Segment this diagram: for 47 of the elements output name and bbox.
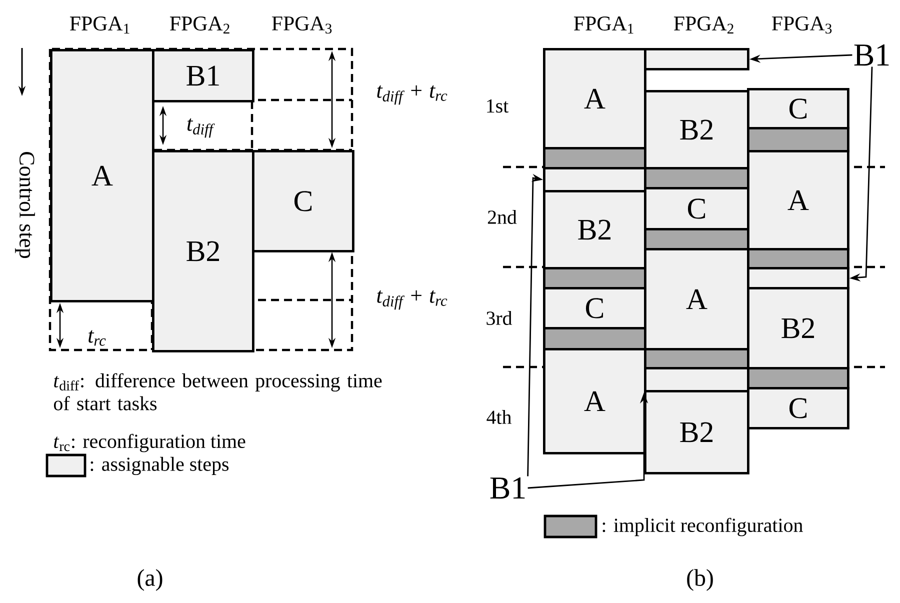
task-box: B2: [644, 90, 750, 170]
task-box: A: [747, 150, 850, 250]
column-header: FPGA$_{1}$: [574, 16, 634, 34]
empty-slot-box: [644, 367, 750, 392]
dimension-label: t$_{diff}$ + t$_{rc}$: [377, 85, 448, 105]
reconfiguration-band: [644, 167, 750, 190]
task-box: B1: [152, 49, 254, 102]
reconfiguration-band: [543, 147, 646, 170]
column-header: FPGA$_{3}$: [272, 16, 332, 34]
reconfiguration-band: [644, 228, 750, 250]
reconfiguration-band: [747, 127, 850, 152]
task-box: A: [644, 248, 750, 350]
dimension-label: t$_{rc}$: [88, 330, 106, 346]
column-header: FPGA$_{3}$: [772, 16, 832, 34]
row-label: 3rd: [486, 310, 512, 325]
empty-slot-box: [747, 267, 850, 290]
task-box: C: [644, 187, 750, 230]
panel-caption: (a): [138, 569, 162, 591]
dimension-label: t$_{diff}$ + t$_{rc}$: [377, 290, 448, 310]
task-box: A: [543, 48, 646, 150]
reconfiguration-band: [543, 267, 646, 290]
row-label: 2nd: [488, 210, 517, 224]
task-box: A: [543, 348, 646, 454]
definition-text: t$_{diff}$: difference between processing time of start tasks: [54, 373, 382, 410]
row-label: 1st: [487, 99, 509, 113]
reconfiguration-band: [644, 348, 750, 370]
definition-text: t$_{rc}$: reconfiguration time: [54, 434, 246, 452]
task-box: C: [252, 150, 354, 252]
empty-slot-box: [644, 48, 750, 70]
reconfiguration-band: [747, 367, 850, 390]
panel-caption: (b): [687, 569, 713, 591]
reconfiguration-band: [543, 327, 646, 350]
reconfiguration-band: [747, 248, 850, 270]
task-box: C: [747, 88, 850, 130]
dimension-label: t$_{diff}$: [187, 118, 215, 138]
legend-text: : assignable steps: [90, 456, 228, 476]
task-box: C: [747, 387, 850, 430]
empty-slot-box: [543, 167, 646, 192]
legend-text: : implicit reconfiguration: [602, 518, 803, 536]
task-label: B1: [490, 477, 525, 499]
row-label: 4th: [486, 410, 512, 424]
column-header: FPGA$_{2}$: [170, 16, 230, 34]
task-box: B2: [152, 150, 254, 352]
column-header: FPGA$_{1}$: [70, 16, 130, 34]
task-box: C: [543, 287, 646, 330]
column-header: FPGA$_{2}$: [674, 16, 734, 34]
task-label: B1: [854, 44, 889, 66]
